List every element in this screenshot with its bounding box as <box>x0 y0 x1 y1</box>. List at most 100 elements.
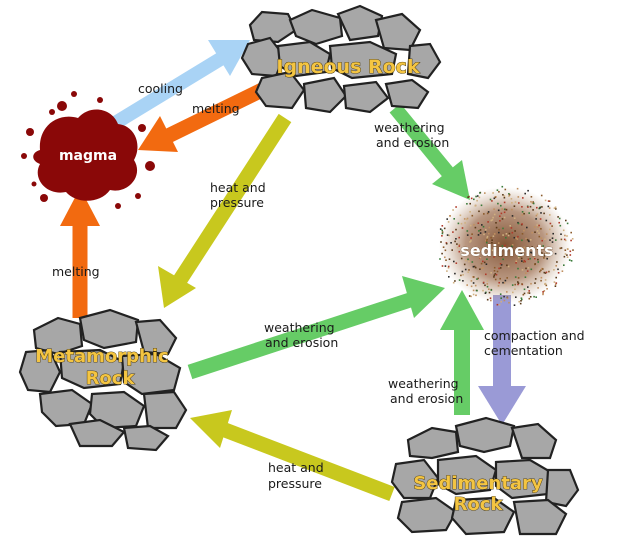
sediment-speck <box>527 206 529 208</box>
sediment-speck <box>484 231 487 233</box>
sediment-speck <box>542 291 544 293</box>
sediment-speck <box>521 206 523 208</box>
sediment-speck <box>508 232 511 235</box>
sedimentary-rock-pile-icon <box>390 416 580 536</box>
sediment-speck <box>540 228 542 230</box>
sediment-speck <box>486 241 488 244</box>
sediment-speck <box>521 214 524 216</box>
sediment-speck <box>470 280 473 282</box>
sediment-speck <box>481 224 483 226</box>
sediment-speck <box>564 234 566 237</box>
sediment-speck <box>467 251 469 253</box>
sediment-speck <box>498 231 500 234</box>
sediment-speck <box>534 231 536 233</box>
sediment-speck <box>559 247 562 250</box>
igneous-rock-pile-icon <box>240 4 442 114</box>
sediment-speck <box>543 257 545 259</box>
sediment-speck <box>541 267 543 270</box>
sediment-speck <box>478 210 480 213</box>
sediment-speck <box>529 205 532 208</box>
sediment-speck <box>505 236 507 239</box>
sediment-speck <box>544 279 547 281</box>
sediment-speck <box>484 192 486 194</box>
sediment-speck <box>441 231 444 233</box>
sediment-speck <box>499 267 502 269</box>
sediment-speck <box>452 209 454 211</box>
sediment-speck <box>504 244 506 247</box>
sediment-speck <box>504 279 507 282</box>
sediment-speck <box>570 231 572 234</box>
sediment-speck <box>499 262 502 265</box>
sediment-speck <box>480 204 483 207</box>
sediment-speck <box>558 217 561 220</box>
sediment-speck <box>571 238 574 240</box>
sediment-speck <box>557 268 559 271</box>
sediment-speck <box>520 253 523 255</box>
sediment-speck <box>466 284 468 286</box>
sediment-speck <box>570 260 573 262</box>
sediment-speck <box>510 227 513 229</box>
sediment-speck <box>544 253 546 255</box>
sediment-speck <box>472 265 475 268</box>
sediment-speck <box>486 212 489 215</box>
sediment-speck <box>448 276 450 278</box>
sediment-speck <box>511 231 514 234</box>
sediment-speck <box>521 223 523 225</box>
weathering-label-igneous-1: weathering <box>374 120 445 135</box>
sediment-speck <box>529 296 532 298</box>
sediment-speck <box>523 212 525 215</box>
sediment-speck <box>466 218 468 221</box>
sediment-speck <box>549 222 552 225</box>
sediment-speck <box>498 251 501 253</box>
sediment-speck <box>564 253 567 255</box>
sediment-speck <box>441 235 443 237</box>
sediment-speck <box>517 267 519 270</box>
sediment-speck <box>497 202 499 205</box>
sediment-speck <box>476 249 478 252</box>
sediment-speck <box>566 254 568 256</box>
sediment-speck <box>463 218 466 220</box>
sediment-speck <box>568 259 571 261</box>
sediment-speck <box>536 224 538 226</box>
sediment-speck <box>503 299 506 302</box>
weathering-label-sedimentary-2: and erosion <box>390 391 463 406</box>
sediment-speck <box>566 256 569 258</box>
sediment-speck <box>502 194 504 196</box>
sediment-speck <box>534 256 536 259</box>
sediment-speck <box>517 282 520 284</box>
sediment-speck <box>494 196 496 199</box>
sediment-speck <box>470 240 472 242</box>
sediment-speck <box>501 185 504 188</box>
sediment-speck <box>480 262 483 265</box>
sediment-speck <box>560 233 562 235</box>
sediment-speck <box>555 265 557 267</box>
sediment-speck <box>527 267 530 269</box>
sediment-speck <box>498 267 500 270</box>
sediment-speck <box>447 221 450 223</box>
sediment-speck <box>555 208 557 210</box>
sediment-speck <box>455 262 458 264</box>
sediment-speck <box>566 248 569 250</box>
sediment-speck <box>464 259 467 262</box>
sediment-speck <box>545 219 548 222</box>
sediment-speck <box>554 283 557 286</box>
sediment-speck <box>483 213 485 215</box>
sediment-speck <box>495 222 497 224</box>
sediment-speck <box>487 211 490 213</box>
sediment-speck <box>454 272 456 275</box>
sediment-speck <box>513 236 516 239</box>
sediment-speck <box>470 295 472 298</box>
sediment-speck <box>514 276 517 278</box>
sediment-speck <box>485 263 488 265</box>
sediment-speck <box>479 192 481 194</box>
sediment-speck <box>553 207 556 209</box>
sediment-speck <box>495 252 497 254</box>
sediment-speck <box>523 229 525 232</box>
sediment-speck <box>486 285 489 288</box>
sediment-speck <box>482 289 484 292</box>
sediment-speck <box>447 267 450 269</box>
sediment-speck <box>539 207 541 209</box>
sediment-speck <box>540 269 542 272</box>
sediment-speck <box>460 257 463 260</box>
